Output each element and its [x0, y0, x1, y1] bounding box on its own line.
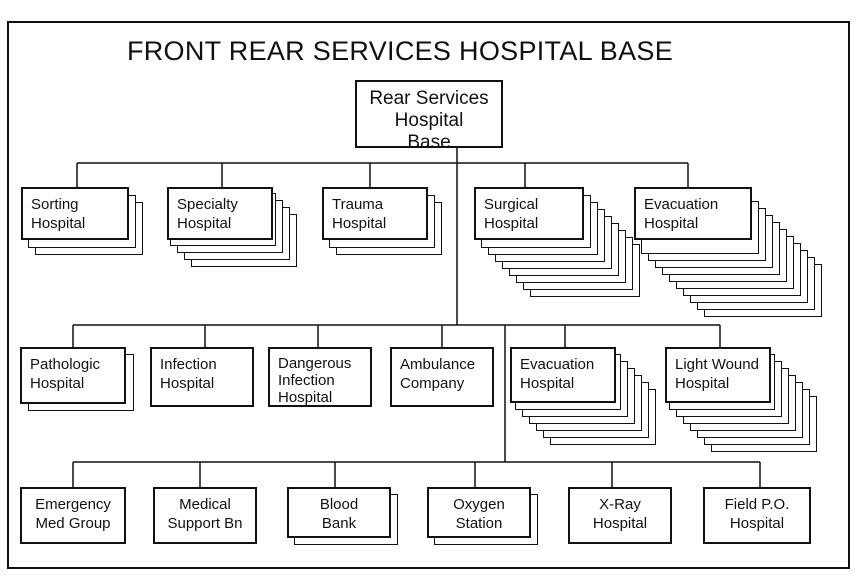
node-field-po-hospital: Field P.O. Hospital	[703, 487, 811, 544]
node-dangerous-infection-hospital: Dangerous Infection Hospital	[268, 347, 372, 407]
node-pathologic-hospital: Pathologic Hospital	[20, 347, 126, 404]
node-medical-support-bn: Medical Support Bn	[153, 487, 257, 544]
node-oxygen-station: Oxygen Station	[427, 487, 531, 538]
node-infection-hospital: Infection Hospital	[150, 347, 254, 407]
node-ambulance-company: Ambulance Company	[390, 347, 494, 407]
node-evacuation-hospital-2: Evacuation Hospital	[510, 347, 616, 403]
diagram-frame	[7, 21, 850, 569]
node-evacuation-hospital-1: Evacuation Hospital	[634, 187, 752, 240]
node-sorting-hospital: Sorting Hospital	[21, 187, 129, 240]
node-trauma-hospital: Trauma Hospital	[322, 187, 428, 240]
node-rear-services-base: Rear Services Hospital Base	[355, 80, 503, 153]
node-x-ray-hospital: X-Ray Hospital	[568, 487, 672, 544]
diagram-title: FRONT REAR SERVICES HOSPITAL BASE	[126, 36, 674, 66]
node-light-wound-hospital: Light Wound Hospital	[665, 347, 771, 403]
node-surgical-hospital: Surgical Hospital	[474, 187, 584, 240]
node-blood-bank: Blood Bank	[287, 487, 391, 538]
node-specialty-hospital: Specialty Hospital	[167, 187, 273, 240]
node-emergency-med-group: Emergency Med Group	[20, 487, 126, 544]
